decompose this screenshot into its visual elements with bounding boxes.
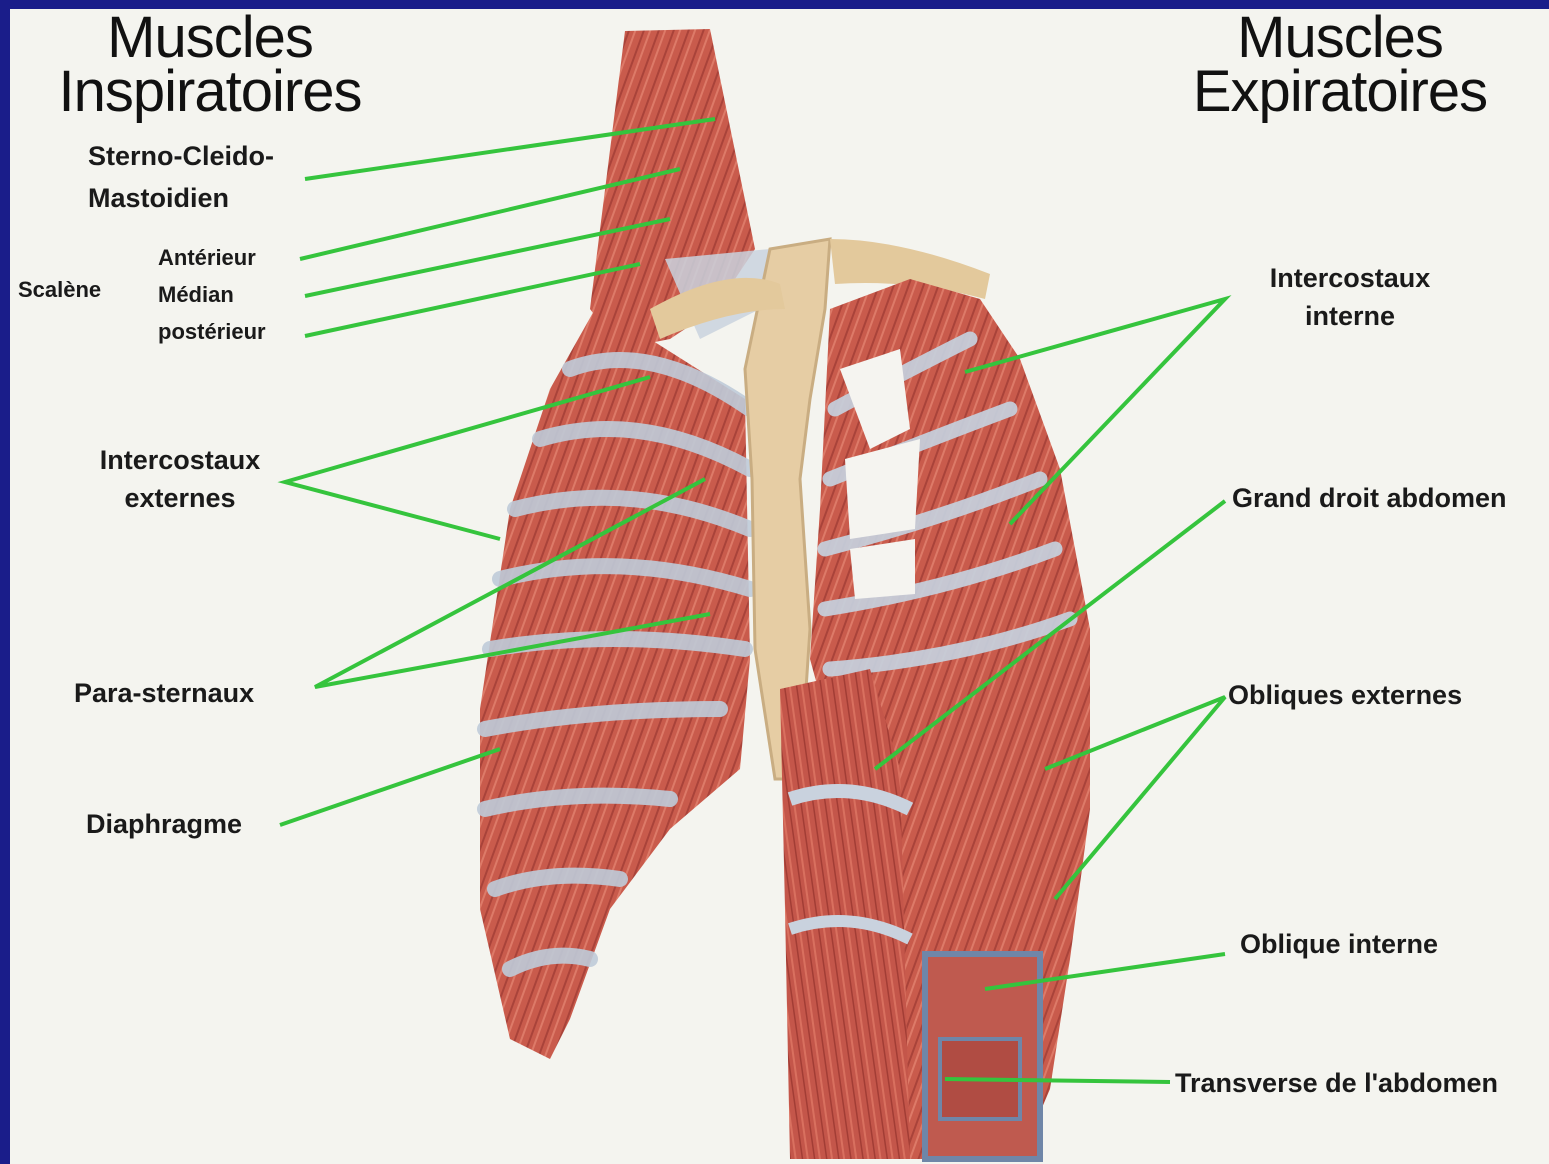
label-intercostaux-externes-line1: Intercostaux bbox=[80, 441, 280, 479]
label-intercostaux-externes: Intercostaux externes bbox=[80, 441, 280, 517]
inspiratory-title-line2: Inspiratoires bbox=[30, 65, 390, 119]
expiratory-ribcage bbox=[780, 279, 1090, 1159]
slide: Muscles Inspiratoires Muscles Expiratoir… bbox=[10, 9, 1549, 1164]
label-grand-droit: Grand droit abdomen bbox=[1232, 479, 1507, 517]
label-median: Médian bbox=[158, 276, 234, 314]
label-obliques-externes: Obliques externes bbox=[1228, 676, 1462, 714]
label-intercostaux-interne: Intercostaux interne bbox=[1250, 259, 1450, 335]
anatomy-illustration bbox=[10, 9, 1549, 1164]
label-posterieur: postérieur bbox=[158, 313, 266, 351]
label-diaphragme: Diaphragme bbox=[86, 805, 242, 843]
inspiratory-title-line1: Muscles bbox=[30, 11, 390, 65]
label-sterno-line1: Sterno-Cleido- bbox=[88, 137, 274, 175]
label-oblique-interne: Oblique interne bbox=[1240, 925, 1438, 963]
inspiratory-ribcage bbox=[480, 309, 750, 1059]
label-scalene: Scalène bbox=[18, 271, 101, 309]
label-intercostaux-externes-line2: externes bbox=[80, 479, 280, 517]
expiratory-title-line1: Muscles bbox=[1160, 11, 1520, 65]
expiratory-title: Muscles Expiratoires bbox=[1160, 11, 1520, 119]
label-sterno-line2: Mastoidien bbox=[88, 179, 229, 217]
label-intercostaux-interne-line2: interne bbox=[1250, 297, 1450, 335]
label-anterieur: Antérieur bbox=[158, 239, 256, 277]
expiratory-title-line2: Expiratoires bbox=[1160, 65, 1520, 119]
label-intercostaux-interne-line1: Intercostaux bbox=[1250, 259, 1450, 297]
inspiratory-title: Muscles Inspiratoires bbox=[30, 11, 390, 119]
label-para-sternaux: Para-sternaux bbox=[74, 674, 254, 712]
label-transverse: Transverse de l'abdomen bbox=[1175, 1064, 1498, 1102]
